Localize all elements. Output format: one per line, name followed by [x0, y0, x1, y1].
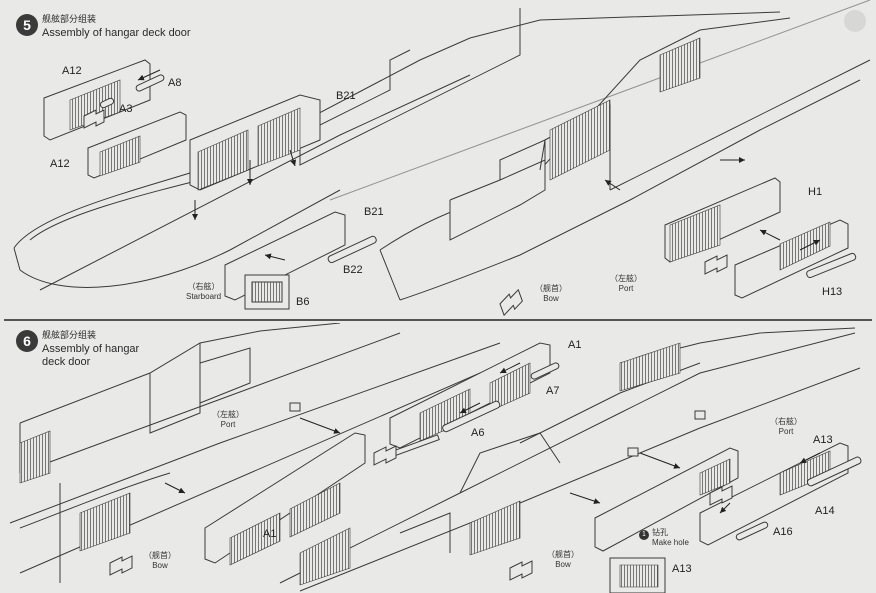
step-5-panel: 5 舰舷部分组装 Assembly of hangar deck door A1…: [13, 0, 871, 317]
starboard-label: （右舷） Starboard: [186, 282, 221, 302]
part-label-a13-right: A13: [813, 434, 833, 446]
step-6-title-cn: 舰舷部分组装: [42, 331, 97, 341]
port-label-step6-right-cn: （右舷）: [770, 417, 802, 426]
part-label-a1-bottom: A1: [263, 528, 277, 540]
step-6-panel: 6 舰舷部分组装 Assembly of hangar deck door A1…: [0, 323, 876, 593]
step-divider: [4, 319, 872, 321]
bow-label-step6-right-cn: （舰首）: [547, 550, 579, 559]
step-6-title: 舰舷部分组装 Assembly of hangar deck door: [42, 330, 139, 369]
part-label-a16: A16: [773, 526, 793, 538]
port-label-step5-cn: （左舷）: [610, 274, 642, 283]
port-label-step5-en: Port: [618, 284, 634, 293]
bow-label-step5-cn: （舰首）: [535, 284, 567, 293]
port-label-step6-left: （左舷） Port: [212, 410, 244, 430]
part-label-b6: B6: [296, 296, 310, 308]
bow-label-step5-en: Bow: [543, 294, 559, 303]
step-5-title: 舰舷部分组装 Assembly of hangar deck door: [42, 14, 191, 40]
step-5-drawing: [13, 0, 871, 317]
port-label-step6-right: （右舷） Port: [770, 417, 802, 437]
port-label-step6-left-en: Port: [220, 420, 236, 429]
bow-label-step6-left: （舰首） Bow: [144, 551, 176, 571]
part-label-a12-bottom: A12: [50, 158, 70, 170]
starboard-label-cn: （右舷）: [187, 282, 220, 291]
step-6-drawing: [9, 323, 862, 593]
port-label-step6-right-en: Port: [778, 427, 794, 436]
step-number-5: 5: [16, 14, 38, 36]
step-6-title-en-2: deck door: [42, 356, 91, 368]
step-5-title-cn: 舰舷部分组装: [42, 15, 97, 25]
part-label-b22: B22: [343, 264, 363, 276]
part-label-a7: A7: [546, 385, 560, 397]
part-label-a13-bottom: A13: [672, 563, 692, 575]
part-label-a8: A8: [168, 77, 182, 89]
make-hole-note: 钻孔 Make hole: [652, 528, 689, 548]
part-label-a12-top: A12: [62, 65, 82, 77]
part-label-a6: A6: [471, 427, 485, 439]
step-6-title-en-1: Assembly of hangar: [42, 343, 140, 355]
bow-label-step5: （舰首） Bow: [535, 284, 567, 304]
bow-label-step6-right-en: Bow: [555, 560, 571, 569]
step-5-title-en: Assembly of hangar deck door: [42, 27, 191, 39]
part-label-h13: H13: [822, 286, 843, 298]
bow-label-step6-right: （舰首） Bow: [547, 550, 579, 570]
bow-label-step6-left-cn: （舰首）: [144, 551, 176, 560]
make-hole-cn: 钻孔: [652, 528, 668, 537]
step-number-6: 6: [16, 330, 38, 352]
starboard-label-en: Starboard: [186, 292, 222, 301]
part-label-h1: H1: [808, 186, 823, 198]
port-label-step5: （左舷） Port: [610, 274, 642, 294]
part-label-b21-upper: B21: [336, 90, 356, 102]
part-label-b21-lower: B21: [364, 206, 384, 218]
part-label-a1-top: A1: [568, 339, 582, 351]
part-label-a3: A3: [119, 103, 133, 115]
page-watermark-seal: [844, 10, 866, 32]
make-hole-en: Make hole: [652, 538, 689, 547]
part-label-a14: A14: [815, 505, 835, 517]
bow-label-step6-left-en: Bow: [152, 561, 168, 570]
make-hole-number-icon: 1: [639, 530, 649, 540]
port-label-step6-left-cn: （左舷）: [212, 410, 244, 419]
